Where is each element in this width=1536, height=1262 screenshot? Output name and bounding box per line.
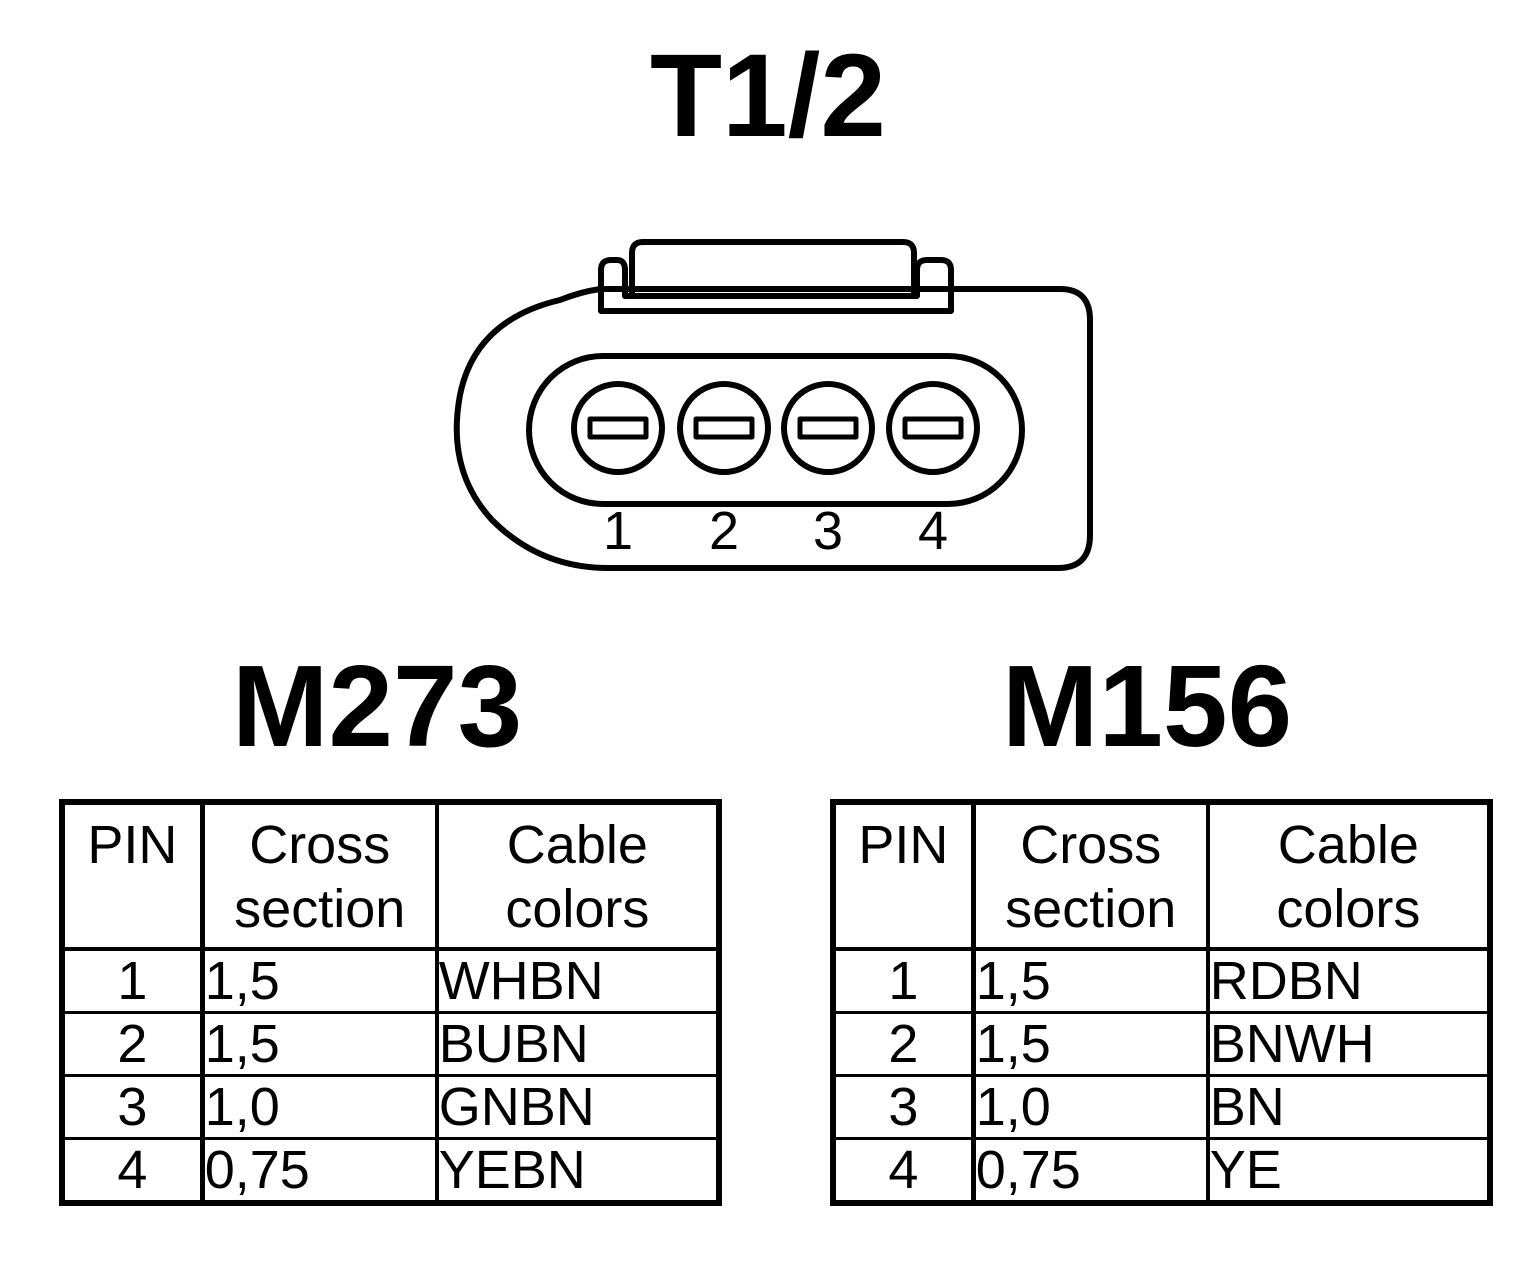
cell-pin: 3 (831, 1074, 976, 1140)
table-row: 1 1,5 WHBN (60, 947, 721, 1014)
column-header-pin: PIN (60, 800, 205, 951)
cell-cable-color: YEBN (435, 1137, 721, 1205)
pin-socket (571, 381, 665, 475)
connector-latch (598, 257, 954, 314)
connector-title: T1/2 (649, 30, 887, 162)
pin-contact (587, 416, 649, 440)
cell-cable-color: RDBN (1206, 947, 1492, 1014)
connector-latch-top (629, 239, 917, 296)
table-row: 4 0,75 YEBN (60, 1137, 721, 1205)
cell-cross-section: 1,5 (200, 1011, 439, 1077)
cell-cross-section: 1,5 (971, 1011, 1210, 1077)
pin-number-label: 1 (603, 501, 633, 561)
pin-number-label: 4 (918, 501, 948, 561)
pin-socket (677, 381, 771, 475)
pin-contact (902, 416, 964, 440)
cell-pin: 4 (60, 1137, 205, 1205)
table-row: 2 1,5 BUBN (60, 1011, 721, 1077)
pin-contact (797, 416, 859, 440)
table-row: 3 1,0 BN (831, 1074, 1492, 1140)
cell-cross-section: 0,75 (200, 1137, 439, 1205)
table-heading-m273: M273 (231, 641, 523, 771)
cell-pin: 1 (831, 947, 976, 1014)
cell-cross-section: 0,75 (971, 1137, 1210, 1205)
pin-number-label: 2 (709, 501, 739, 561)
cell-pin: 3 (60, 1074, 205, 1140)
cell-cable-color: YE (1206, 1137, 1492, 1205)
cell-cross-section: 1,5 (971, 947, 1210, 1014)
table-row: 1 1,5 RDBN (831, 947, 1492, 1014)
cell-pin: 2 (831, 1011, 976, 1077)
cell-cable-color: WHBN (435, 947, 721, 1014)
table-row: 4 0,75 YE (831, 1137, 1492, 1205)
pin-socket (781, 381, 875, 475)
cell-pin: 1 (60, 947, 205, 1014)
pin-cavity (526, 353, 1025, 507)
pin-number-label: 3 (813, 501, 843, 561)
table-row: 3 1,0 GNBN (60, 1074, 721, 1140)
table-heading-m156: M156 (1001, 641, 1293, 771)
cell-pin: 4 (831, 1137, 976, 1205)
cell-cable-color: BN (1206, 1074, 1492, 1140)
connector-housing (453, 286, 1093, 571)
cell-cable-color: BNWH (1206, 1011, 1492, 1077)
cell-cross-section: 1,0 (971, 1074, 1210, 1140)
cell-pin: 2 (60, 1011, 205, 1077)
pin-socket (886, 381, 980, 475)
cell-cable-color: GNBN (435, 1074, 721, 1140)
connector-diagram: 1 2 3 4 (453, 239, 1093, 571)
cell-cable-color: BUBN (435, 1011, 721, 1077)
table-row: 2 1,5 BNWH (831, 1011, 1492, 1077)
cell-cross-section: 1,5 (200, 947, 439, 1014)
column-header-pin: PIN (831, 800, 976, 951)
pin-contact (693, 416, 755, 440)
cell-cross-section: 1,0 (200, 1074, 439, 1140)
